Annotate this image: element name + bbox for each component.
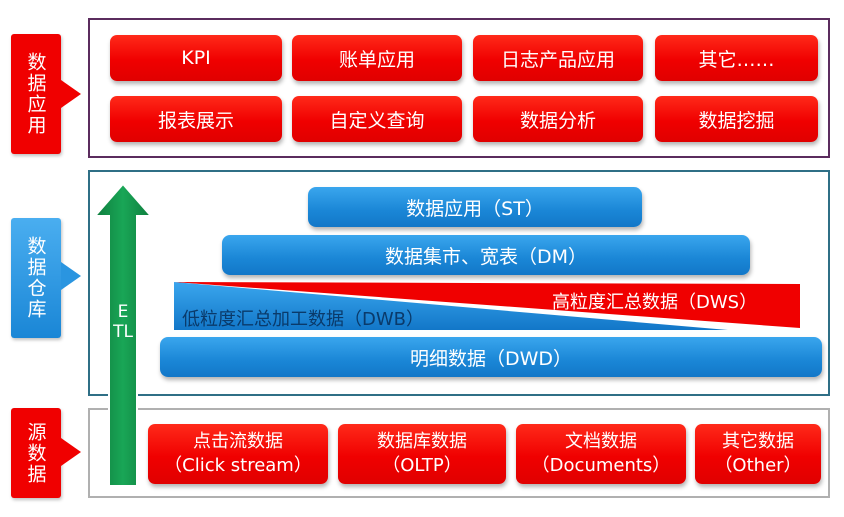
section-label-app: 数据应用 [11,34,61,154]
source-en: （Documents） [531,455,671,476]
source-cn: 数据库数据 [377,431,467,452]
app-box-report: 报表展示 [110,96,282,142]
app-box-other: 其它…… [655,35,818,81]
arrow-right-icon [61,80,81,108]
etl-arrow-icon [93,182,153,487]
source-box-oltp: 数据库数据 （OLTP） [338,424,506,484]
dw-layer-dwd: 明细数据（DWD） [160,337,822,377]
app-box-billing: 账单应用 [292,35,462,81]
dw-layer-frame [88,170,830,396]
app-box-kpi: KPI [110,35,282,81]
source-layer-frame [88,408,830,498]
source-cn: 其它数据 [722,431,794,452]
dw-layer-st: 数据应用（ST） [308,187,642,227]
etl-label: ETL [113,302,133,342]
dws-triangle [174,282,800,328]
arrow-right-icon [61,262,81,290]
source-cn: 点击流数据 [193,431,283,452]
dws-label: 高粒度汇总数据（DWS） [552,292,758,313]
source-en: （Click stream） [164,455,312,476]
dw-summary-triangles [174,282,800,330]
dw-layer-dm: 数据集市、宽表（DM） [222,235,750,275]
source-en: （OLTP） [382,455,462,476]
arrow-right-icon [61,438,81,466]
source-en: （Other） [714,455,802,476]
source-box-clickstream: 点击流数据 （Click stream） [148,424,328,484]
source-cn: 文档数据 [565,431,637,452]
app-box-analysis: 数据分析 [473,96,643,142]
app-box-custom-query: 自定义查询 [292,96,462,142]
app-box-mining: 数据挖掘 [655,96,818,142]
dwb-triangle [174,282,728,330]
source-box-documents: 文档数据 （Documents） [516,424,686,484]
section-label-dw: 数据仓库 [11,218,61,338]
app-box-log-product: 日志产品应用 [473,35,643,81]
app-layer-frame [88,18,830,158]
source-box-other: 其它数据 （Other） [695,424,821,484]
section-label-source: 源数据 [11,408,61,498]
dwb-label: 低粒度汇总加工数据（DWB） [182,309,425,330]
